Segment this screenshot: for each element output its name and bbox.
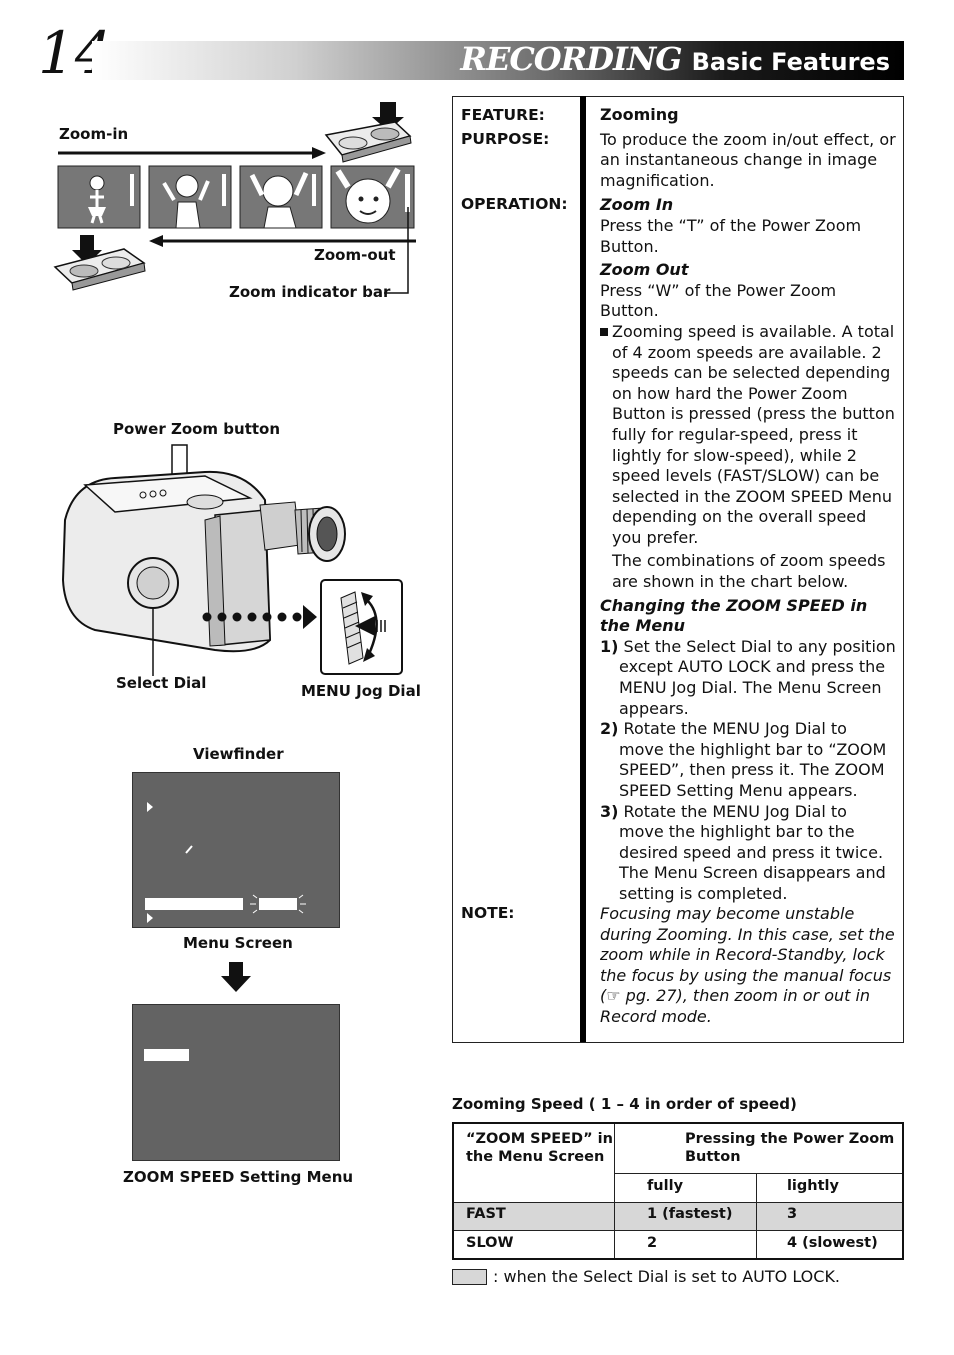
row-slow-fully: 2 xyxy=(614,1229,757,1260)
step-1-number: 1) xyxy=(600,636,619,656)
zoom-switch-bottom-icon xyxy=(53,235,146,291)
purpose-value: To produce the zoom in/out effect, or an… xyxy=(600,129,896,190)
zoom-frame-2 xyxy=(148,165,232,229)
zoom-speed-setting-display xyxy=(132,1004,340,1161)
sub-header-lightly: lightly xyxy=(755,1172,904,1203)
title-basic-features: Basic Features xyxy=(691,48,890,76)
zoom-in-title: Zoom In xyxy=(600,195,674,215)
legend-swatch xyxy=(452,1269,487,1285)
zoom-switch-top-icon xyxy=(324,102,412,163)
select-dial-label: Select Dial xyxy=(116,674,207,692)
row-slow-lightly: 4 (slowest) xyxy=(755,1229,904,1260)
table-row: SLOW 2 4 (slowest) xyxy=(452,1229,904,1260)
menu-jog-dial-label: MENU Jog Dial xyxy=(301,682,421,700)
bullet-square-icon xyxy=(600,327,608,336)
sub-header-fully: fully xyxy=(614,1172,757,1203)
speed-table-caption: Zooming Speed ( 1 – 4 in order of speed) xyxy=(452,1095,797,1113)
row-slow-setting: SLOW xyxy=(452,1229,615,1260)
row-fast-setting: FAST xyxy=(452,1201,615,1231)
purpose-label: PURPOSE: xyxy=(461,130,550,148)
zoom-frame-4 xyxy=(330,165,415,229)
step-3-number: 3) xyxy=(600,801,619,821)
zoom-frame-3 xyxy=(239,165,323,229)
legend-text: : when the Select Dial is set to AUTO LO… xyxy=(493,1267,841,1286)
zoom-sequence-diagram xyxy=(53,102,416,294)
down-arrow-icon xyxy=(221,962,251,992)
col-header-zoom-speed: “ZOOM SPEED” in the Menu Screen xyxy=(452,1122,615,1203)
zoom-out-title: Zoom Out xyxy=(600,260,689,280)
note-text: Focusing may become unstable during Zoom… xyxy=(600,904,895,1026)
zoom-indicator-bar-label: Zoom indicator bar xyxy=(229,283,391,301)
operation-label: OPERATION: xyxy=(461,195,568,213)
zoom-in-label: Zoom-in xyxy=(59,125,129,143)
col-header-pressing: Pressing the Power Zoom Button xyxy=(614,1122,904,1174)
menu-screen-graphics xyxy=(145,802,306,923)
menu-screen-display xyxy=(132,772,340,928)
power-zoom-button-label: Power Zoom button xyxy=(113,420,281,438)
zoom-speed-bullet: Zooming speed is available. A total of 4… xyxy=(600,322,896,549)
feature-content: Zooming To produce the zoom in/out effec… xyxy=(600,105,896,905)
zoom-in-text: Press the “T” of the Power Zoom Button. xyxy=(600,215,862,256)
camcorder-illustration xyxy=(61,444,403,676)
step-3: 3) Rotate the MENU Jog Dial to move the … xyxy=(600,802,896,905)
feature-table-divider xyxy=(580,96,586,1042)
zoom-frame-1 xyxy=(57,165,141,229)
bullet-text: Zooming speed is available. A total of 4… xyxy=(612,321,895,547)
feature-table xyxy=(452,96,904,1043)
row-fast-fully: 1 (fastest) xyxy=(614,1201,757,1231)
step-1: 1) Set the Select Dial to any position e… xyxy=(600,637,896,719)
row-fast-lightly: 3 xyxy=(755,1201,904,1231)
changing-zoom-speed-title: Changing the ZOOM SPEED in the Menu xyxy=(600,595,868,636)
zoom-speed-table: “ZOOM SPEED” in the Menu Screen Pressing… xyxy=(452,1122,904,1260)
zoom-speed-setting-graphics xyxy=(144,1049,189,1061)
title-recording: RECORDING xyxy=(460,40,682,78)
step-3-text: Rotate the MENU Jog Dial to move the hig… xyxy=(619,801,886,903)
step-2-number: 2) xyxy=(600,719,619,739)
section-title: RECORDING Basic Features xyxy=(460,40,890,78)
feature-label: FEATURE: xyxy=(461,106,545,124)
note-label: NOTE: xyxy=(461,904,515,922)
step-2: 2) Rotate the MENU Jog Dial to move the … xyxy=(600,719,896,801)
zoom-out-label: Zoom-out xyxy=(314,246,396,264)
combinations-text: The combinations of zoom speeds are show… xyxy=(612,551,886,592)
step-1-text: Set the Select Dial to any position exce… xyxy=(619,636,896,718)
viewfinder-label: Viewfinder xyxy=(193,745,284,763)
table-row: FAST 1 (fastest) 3 xyxy=(452,1201,904,1231)
header-gradient-bar xyxy=(92,41,904,80)
zoom-speed-setting-menu-label: ZOOM SPEED Setting Menu xyxy=(123,1168,354,1186)
step-2-text: Rotate the MENU Jog Dial to move the hig… xyxy=(619,719,887,800)
zoom-out-text: Press “W” of the Power Zoom Button. xyxy=(600,280,837,321)
feature-value: Zooming xyxy=(600,105,679,124)
menu-screen-label: Menu Screen xyxy=(183,934,293,952)
